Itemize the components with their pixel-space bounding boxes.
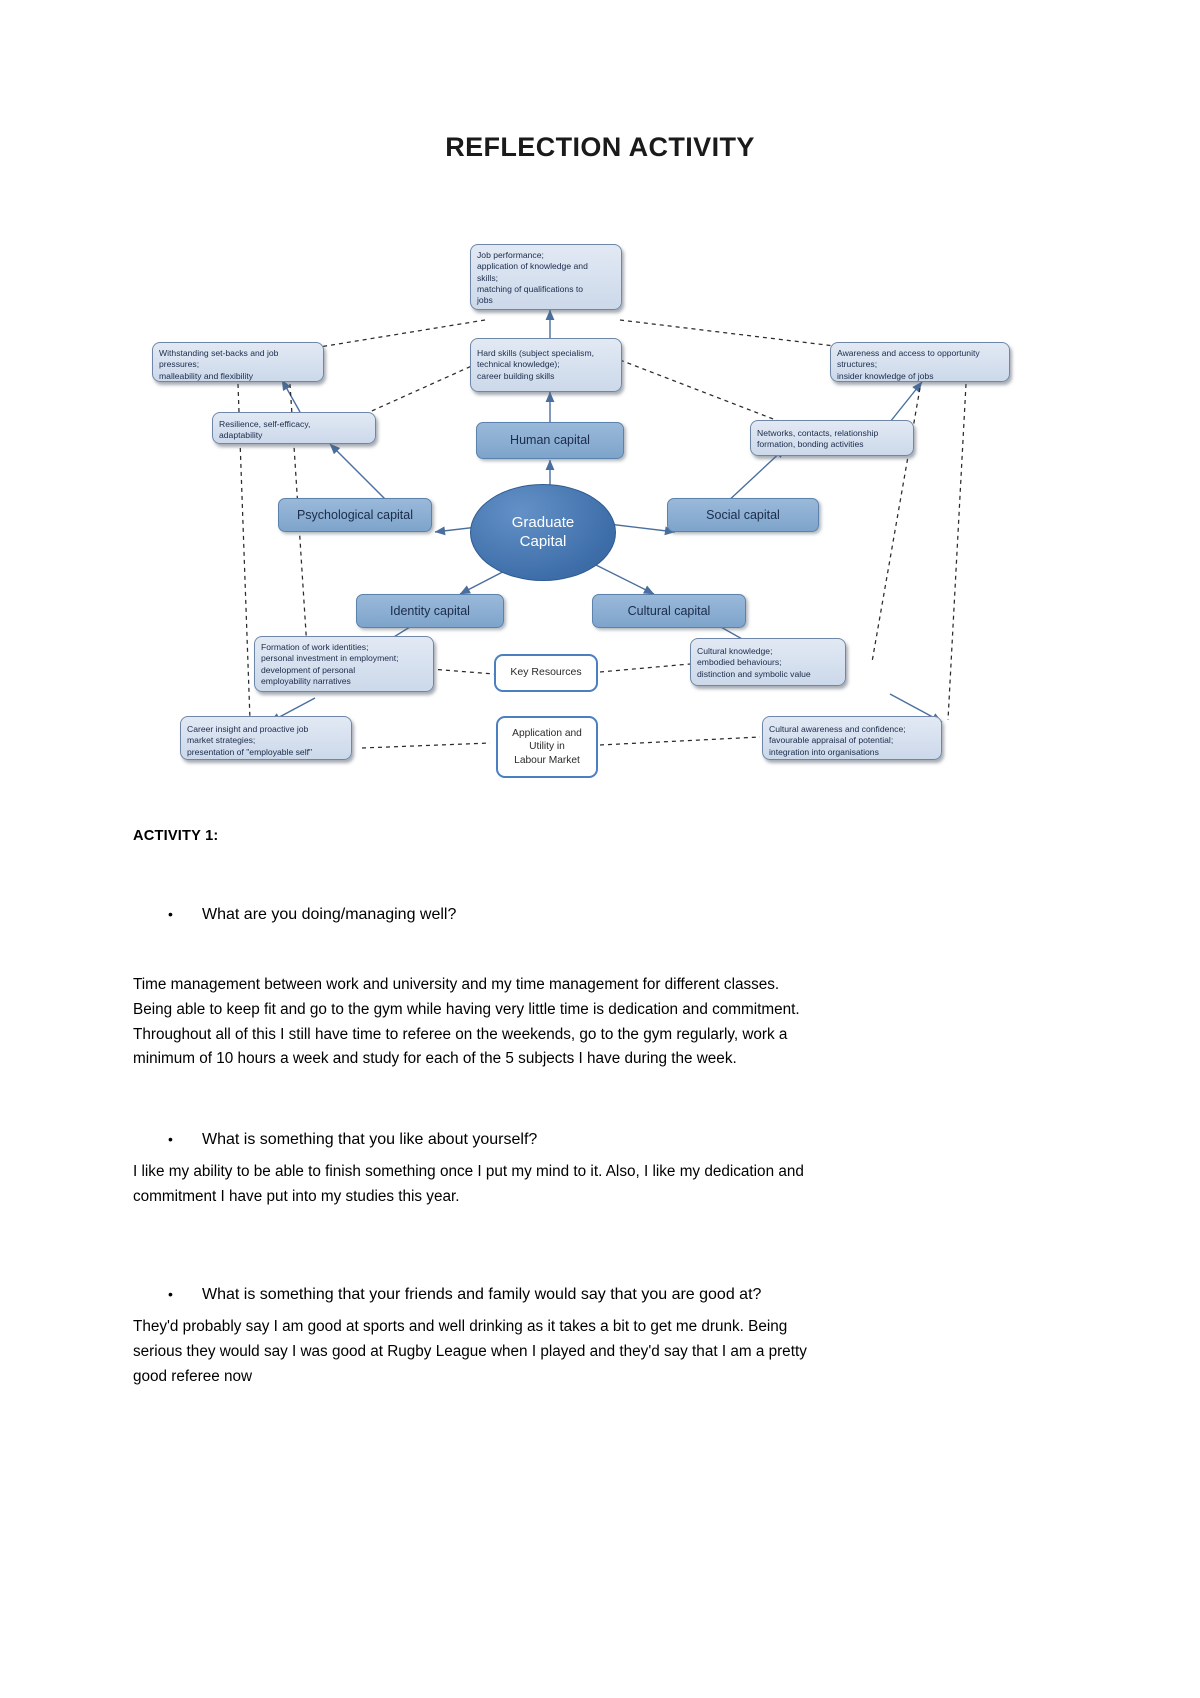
node-label: Human capital xyxy=(510,433,590,448)
node-line: Job performance; xyxy=(477,250,544,260)
answer-line: minimum of 10 hours a week and study for… xyxy=(133,1050,737,1068)
answer-line: good referee now xyxy=(133,1367,253,1385)
node-label: Key Resources xyxy=(510,666,582,679)
node-hard-skills: Hard skills (subject specialism, technic… xyxy=(470,338,622,392)
question-text: What is something that your friends and … xyxy=(202,1286,762,1303)
answer-1: Time management between work and univers… xyxy=(133,973,1013,1072)
node-line: employability narratives xyxy=(261,676,351,687)
answer-line: serious they would say I was good at Rug… xyxy=(133,1342,807,1360)
node-line: Utility in xyxy=(529,741,565,753)
node-line: Awareness and access to opportunity xyxy=(837,348,980,358)
node-line: matching of qualifications to xyxy=(477,284,584,295)
question-3: • What is something that your friends an… xyxy=(168,1286,1018,1304)
node-line: Application and xyxy=(512,727,582,739)
node-line: embodied behaviours; xyxy=(697,657,782,668)
node-line: personal investment in employment; xyxy=(261,653,399,664)
node-line: pressures; xyxy=(159,359,200,370)
answer-line: Being able to keep fit and go to the gym… xyxy=(133,1000,800,1018)
node-line: formation, bonding activities xyxy=(757,439,864,450)
node-line: application of knowledge and xyxy=(477,261,588,272)
node-withstanding-setbacks: Withstanding set-backs and job pressures… xyxy=(152,342,324,382)
node-line: Cultural awareness and confidence; xyxy=(769,724,906,734)
node-career-insight: Career insight and proactive job market … xyxy=(180,716,352,760)
question-text: What are you doing/managing well? xyxy=(202,906,457,923)
answer-line: Throughout all of this I still have time… xyxy=(133,1025,788,1043)
activity-label: ACTIVITY 1: xyxy=(133,828,219,844)
node-cultural-knowledge: Cultural knowledge; embodied behaviours;… xyxy=(690,638,846,686)
answer-line: Time management between work and univers… xyxy=(133,976,780,993)
node-line: development of personal xyxy=(261,664,356,675)
node-resilience: Resilience, self-efficacy, adaptability xyxy=(212,412,376,444)
node-line: market strategies; xyxy=(187,735,256,746)
node-line: malleability and flexibility xyxy=(159,370,254,381)
node-job-performance: Job performance; application of knowledg… xyxy=(470,244,622,310)
node-networks: Networks, contacts, relationship formati… xyxy=(750,420,914,456)
node-cultural-awareness: Cultural awareness and confidence; favou… xyxy=(762,716,942,760)
answer-line: I like my ability to be able to finish s… xyxy=(133,1163,804,1180)
node-application-utility: Application and Utility in Labour Market xyxy=(496,716,598,778)
node-line: Graduate xyxy=(511,513,575,531)
node-line: integration into organisations xyxy=(769,746,879,757)
node-line: structures; xyxy=(837,359,878,370)
node-psychological-capital: Psychological capital xyxy=(278,498,432,532)
node-line: skills; xyxy=(477,272,499,283)
node-label: Social capital xyxy=(706,507,780,522)
node-line: career building skills xyxy=(477,370,555,381)
node-line: Withstanding set-backs and job xyxy=(159,348,279,358)
node-line: presentation of "employable self" xyxy=(187,746,313,757)
node-line: distinction and symbolic value xyxy=(697,668,811,679)
page-title: REFLECTION ACTIVITY xyxy=(445,132,755,162)
node-social-capital: Social capital xyxy=(667,498,819,532)
node-line: Career insight and proactive job xyxy=(187,724,309,734)
question-2: • What is something that you like about … xyxy=(168,1131,1018,1149)
question-text: What is something that you like about yo… xyxy=(202,1131,538,1148)
node-line: jobs xyxy=(477,295,493,306)
node-label: Cultural capital xyxy=(627,603,711,618)
node-line: Resilience, self-efficacy, xyxy=(219,419,311,429)
node-line: Capital xyxy=(519,532,567,550)
answer-3: They'd probably say I am good at sports … xyxy=(133,1315,1013,1389)
node-key-resources: Key Resources xyxy=(494,654,598,692)
answer-line: They'd probably say I am good at sports … xyxy=(133,1318,788,1335)
node-line: Labour Market xyxy=(514,754,580,766)
node-line: Hard skills (subject specialism, xyxy=(477,348,595,358)
node-line: technical knowledge); xyxy=(477,359,560,370)
node-graduate-capital: Graduate Capital xyxy=(470,484,616,581)
node-line: favourable appraisal of potential; xyxy=(769,735,894,746)
node-line: Cultural knowledge; xyxy=(697,646,773,656)
node-label: Identity capital xyxy=(390,603,470,618)
node-identity-capital: Identity capital xyxy=(356,594,504,628)
bullet-icon: • xyxy=(168,1131,173,1147)
bullet-icon: • xyxy=(168,906,173,922)
node-line: Networks, contacts, relationship xyxy=(757,428,879,438)
node-line: Formation of work identities; xyxy=(261,642,369,652)
node-formation-work-identities: Formation of work identities; personal i… xyxy=(254,636,434,692)
node-line: adaptability xyxy=(219,430,263,441)
node-human-capital: Human capital xyxy=(476,422,624,459)
node-awareness-access: Awareness and access to opportunity stru… xyxy=(830,342,1010,382)
answer-line: commitment I have put into my studies th… xyxy=(133,1187,460,1205)
answer-2: I like my ability to be able to finish s… xyxy=(133,1160,1013,1210)
node-cultural-capital: Cultural capital xyxy=(592,594,746,628)
node-label: Psychological capital xyxy=(296,507,414,522)
question-1: • What are you doing/managing well? xyxy=(168,906,1018,924)
graduate-capital-diagram: Job performance; application of knowledg… xyxy=(130,232,1070,812)
node-line: insider knowledge of jobs xyxy=(837,370,934,381)
bullet-icon: • xyxy=(168,1286,173,1302)
